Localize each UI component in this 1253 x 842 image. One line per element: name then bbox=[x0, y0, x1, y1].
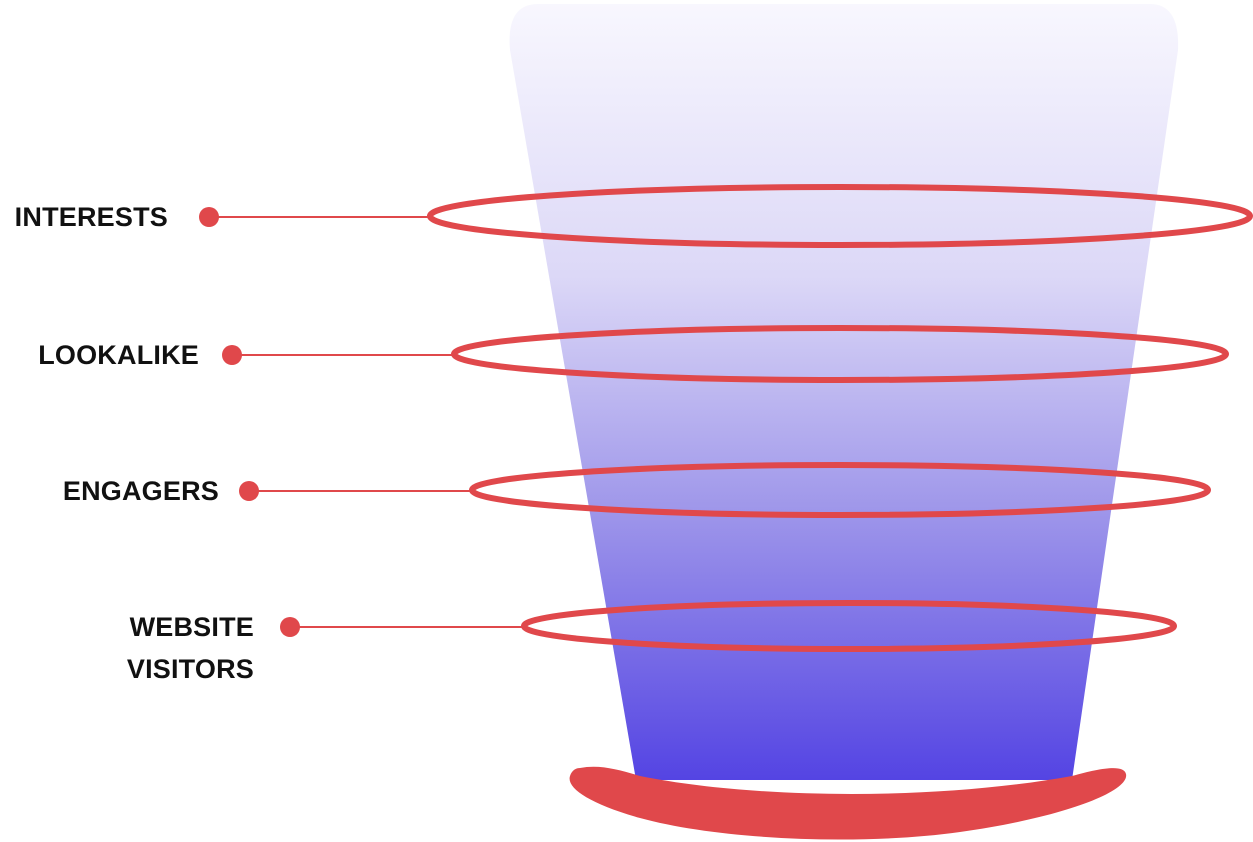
connector-dot-lookalike bbox=[222, 345, 242, 365]
stage-ring-interests bbox=[427, 184, 1253, 248]
stage-label-line: WEBSITE bbox=[129, 612, 254, 642]
stage-label-interests: INTERESTS bbox=[15, 196, 168, 238]
funnel-body bbox=[509, 4, 1179, 780]
connector-dot-interests bbox=[199, 207, 219, 227]
stage-label-lookalike: LOOKALIKE bbox=[38, 334, 199, 376]
stage-ring-lookalike bbox=[451, 325, 1229, 383]
connector-dot-website-visitors bbox=[280, 617, 300, 637]
stage-label-line: INTERESTS bbox=[14, 202, 168, 232]
stage-label-line: VISITORS bbox=[126, 654, 254, 684]
stage-label-engagers: ENGAGERS bbox=[63, 470, 219, 512]
stage-label-line: LOOKALIKE bbox=[38, 340, 199, 370]
stage-ring-website-visitors bbox=[521, 600, 1177, 652]
stage-label-website-visitors: WEBSITE VISITORS bbox=[127, 606, 254, 690]
funnel-base bbox=[569, 766, 1127, 840]
stage-ring-engagers bbox=[469, 462, 1211, 518]
connector-dot-engagers bbox=[239, 481, 259, 501]
stage-label-line: ENGAGERS bbox=[62, 476, 219, 506]
